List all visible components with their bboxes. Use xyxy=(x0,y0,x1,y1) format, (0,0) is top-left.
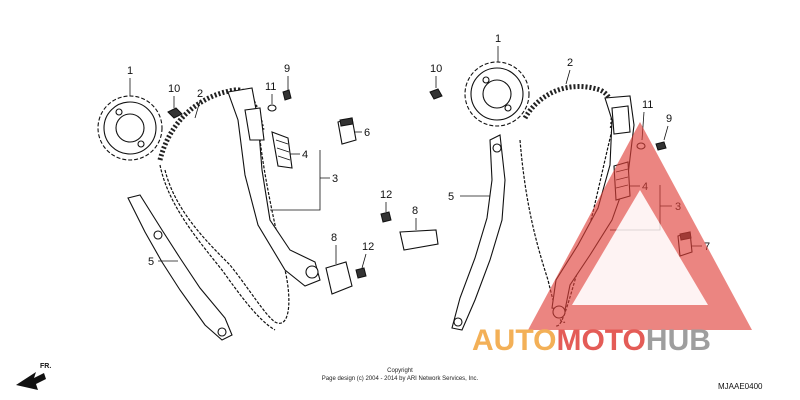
watermark-hub: HUB xyxy=(646,324,711,357)
copyright-line-1: Copyright xyxy=(387,368,413,374)
callout-6: 6 xyxy=(364,127,370,139)
front-direction-indicator: FR. xyxy=(16,363,51,390)
chain-guide-left xyxy=(127,194,233,341)
tensioner-spring-left xyxy=(271,131,293,169)
callout-12-top: 12 xyxy=(380,189,392,201)
callout-11-left: 11 xyxy=(265,81,276,93)
diagram-code: MJAAE0400 xyxy=(718,382,763,391)
callout-10-left: 10 xyxy=(168,83,180,95)
callout-11-right: 11 xyxy=(642,99,653,111)
callout-12-bottom: 12 xyxy=(362,241,374,253)
bolt-9-left xyxy=(282,89,292,101)
triangle-logo-icon xyxy=(528,122,752,330)
front-arrow-icon xyxy=(16,372,46,390)
watermark-moto: MOTO xyxy=(556,324,645,357)
callout-1-right: 1 xyxy=(495,33,501,45)
callout-8-top: 8 xyxy=(412,205,418,217)
cam-chain-left xyxy=(157,87,290,331)
watermark-auto: AUTO xyxy=(472,324,556,357)
callout-9-left: 9 xyxy=(284,63,290,75)
bolt-9-right xyxy=(655,141,667,151)
copyright-block: Copyright Page design (c) 2004 - 2014 by… xyxy=(322,368,479,382)
tensioner-gasket-6 xyxy=(337,117,357,145)
guide-plate-8-top xyxy=(399,229,439,251)
sprocket-bolt-right xyxy=(429,88,443,100)
guide-plate-8-bottom xyxy=(325,261,353,295)
callouts-left: 1 2 10 9 11 4 3 6 5 12 8 8 12 xyxy=(127,63,418,269)
bolt-12-top xyxy=(380,211,392,223)
callout-3-left: 3 xyxy=(332,173,338,185)
copyright-line-2: Page design (c) 2004 - 2014 by ARI Netwo… xyxy=(322,376,479,382)
callout-10-right: 10 xyxy=(430,63,442,75)
callout-4-left: 4 xyxy=(302,149,308,161)
chain-guide-right xyxy=(451,134,506,331)
front-label: FR. xyxy=(40,363,51,370)
callout-5-left: 5 xyxy=(148,256,154,268)
callout-2-left: 2 xyxy=(197,88,203,100)
callout-5-right: 5 xyxy=(448,191,454,203)
callout-8-bottom: 8 xyxy=(331,232,337,244)
washer-11-left xyxy=(267,104,277,112)
automotohub-watermark: AUTOMOTOHUB xyxy=(472,122,752,357)
cam-sprocket-left xyxy=(97,95,163,161)
bolt-12-bottom xyxy=(355,267,367,279)
cam-sprocket-right xyxy=(464,61,530,127)
callout-2-right: 2 xyxy=(567,57,573,69)
callout-9-right: 9 xyxy=(666,113,672,125)
tensioner-arm-left xyxy=(227,87,321,287)
callout-1-left: 1 xyxy=(127,65,133,77)
watermark-text: AUTOMOTOHUB xyxy=(472,324,711,357)
sprocket-bolt-left xyxy=(167,107,183,119)
